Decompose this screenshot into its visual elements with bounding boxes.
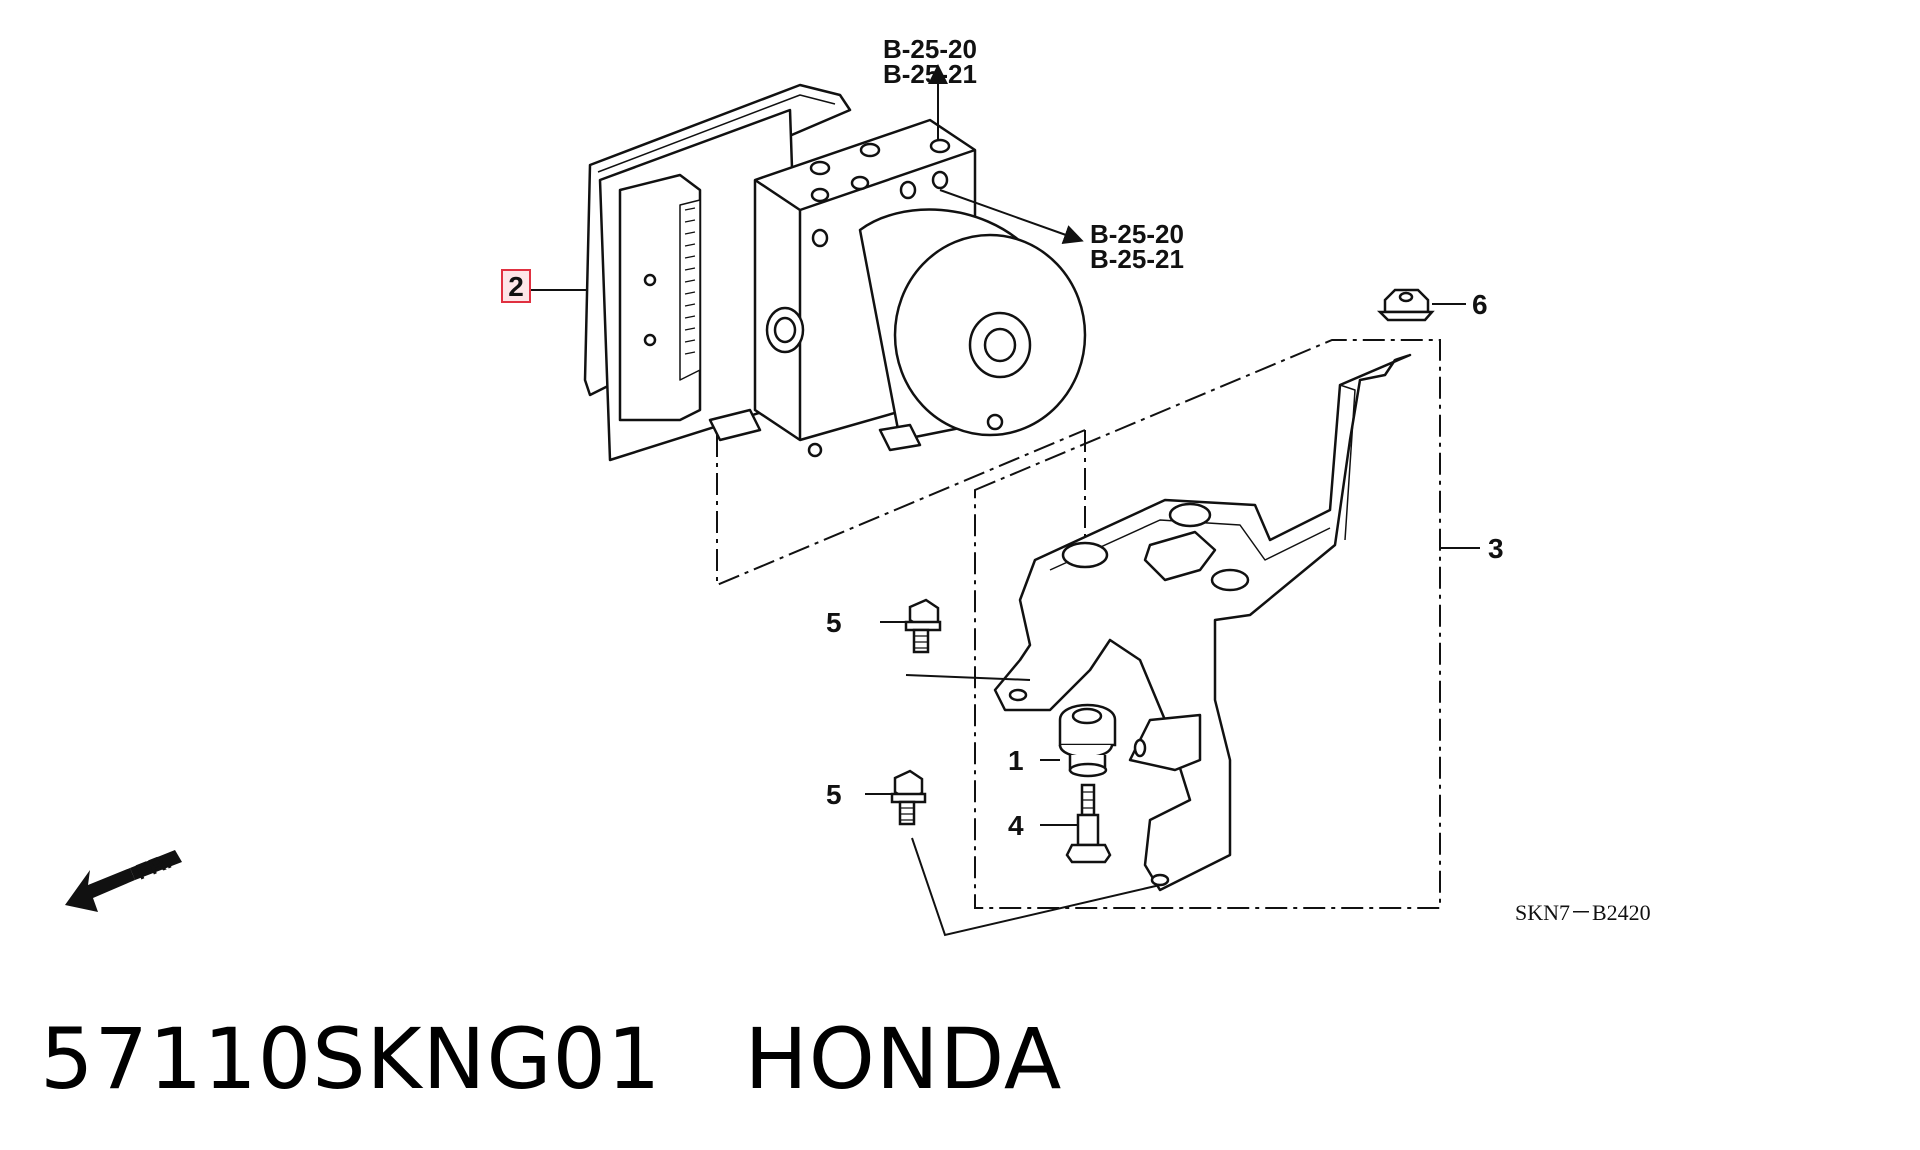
bolt-part-5-lower xyxy=(890,769,927,826)
ref-arrow-side xyxy=(939,189,1084,245)
part-number: 57110SKNG01 xyxy=(40,1010,662,1108)
bracket-group-outline xyxy=(974,339,1441,909)
part-2-highlight-box xyxy=(501,269,531,303)
front-direction-arrow xyxy=(65,850,182,912)
abs-modulator-unit xyxy=(583,83,1087,462)
callout-part-5-upper: 5 xyxy=(826,607,842,638)
callout-part-3: 3 xyxy=(1488,533,1504,564)
callout-part-2: 2 xyxy=(508,271,524,302)
callout-part-4: 4 xyxy=(1008,810,1024,841)
brand-name: HONDA xyxy=(744,1010,1063,1108)
mount-part-1 xyxy=(1058,703,1117,778)
ref-label-top-1: B-25-20 xyxy=(883,34,977,64)
ref-label-side-1: B-25-20 xyxy=(1090,219,1184,249)
stud-bolt-part-4 xyxy=(1065,783,1112,864)
leader-bolt-5a-to-bracket xyxy=(905,674,1031,681)
caption-spacer xyxy=(661,1010,744,1108)
diagram-code: SKN7－B2420 xyxy=(1515,900,1651,925)
callout-part-5-lower: 5 xyxy=(826,779,842,810)
callout-part-1: 1 xyxy=(1008,745,1024,776)
ref-label-side-2: B-25-21 xyxy=(1090,244,1184,274)
caption: 57110SKNG01 HONDA xyxy=(40,1010,1062,1108)
leader-bolt-5b-to-bracket xyxy=(911,837,1161,937)
bolt-part-5-upper xyxy=(904,598,942,654)
callout-part-6: 6 xyxy=(1472,289,1488,320)
diagram-canvas: 2 6 3 5 5 1 4 B-25-20 B-25-21 B-25-20 B-… xyxy=(65,34,1651,937)
bracket xyxy=(993,353,1412,892)
projection-lines xyxy=(716,429,1086,587)
nut-part-6 xyxy=(1376,288,1435,322)
ref-label-top-2: B-25-21 xyxy=(883,59,977,89)
